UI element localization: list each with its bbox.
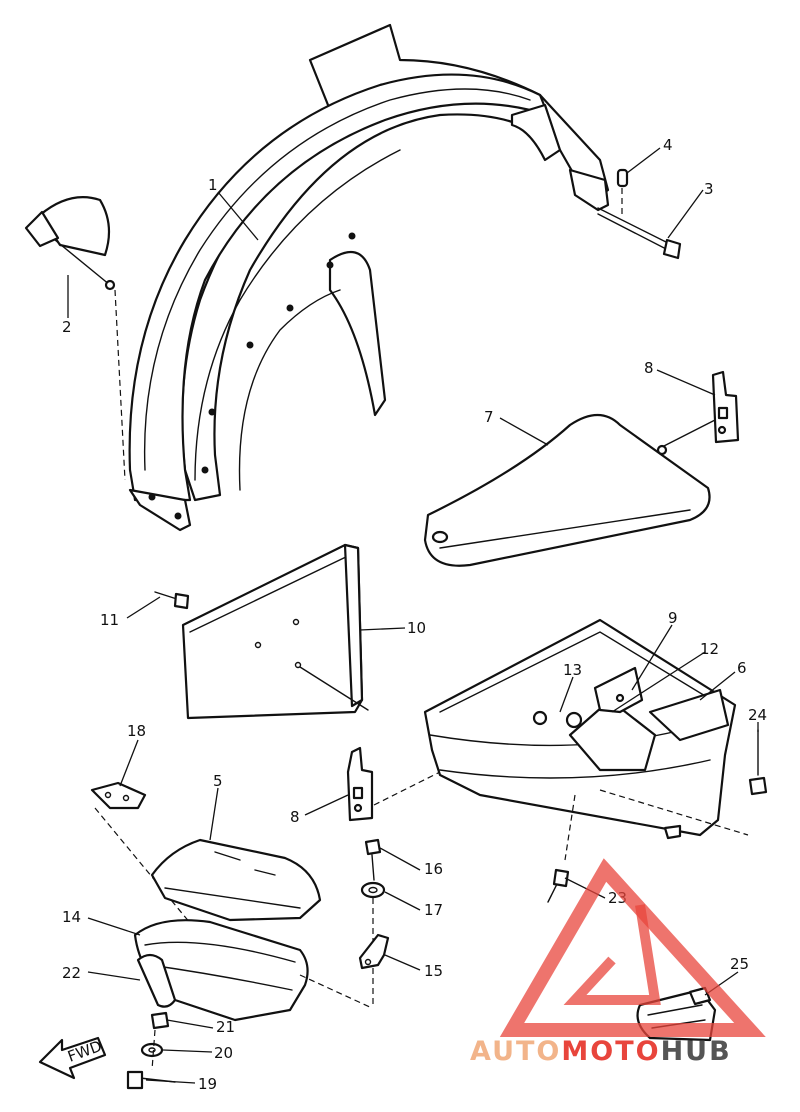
callout-14: 14 bbox=[62, 908, 81, 926]
callout-numbers: 1 2 3 4 5 6 7 8 8 9 10 11 12 13 14 15 16… bbox=[62, 136, 767, 1093]
callout-5: 5 bbox=[213, 772, 223, 790]
battery-box-part-6 bbox=[423, 618, 749, 861]
watermark-text: AUTOMOTOHUB bbox=[470, 1036, 732, 1067]
callout-17: 17 bbox=[424, 901, 443, 919]
clamp-part-18 bbox=[90, 781, 201, 936]
callout-4: 4 bbox=[663, 136, 673, 154]
bolt-part-3 bbox=[597, 207, 682, 260]
bolt-part-16 bbox=[364, 838, 382, 881]
filter-cover-part-5 bbox=[150, 838, 322, 922]
callout-22: 22 bbox=[62, 964, 81, 982]
callout-19: 19 bbox=[198, 1075, 217, 1093]
washer-part-20 bbox=[140, 1042, 164, 1058]
watermark-logo: AUTOMOTOHUB bbox=[470, 858, 766, 1067]
callout-1: 1 bbox=[208, 176, 218, 194]
callout-15: 15 bbox=[424, 962, 443, 980]
bracket-part-15 bbox=[358, 933, 390, 970]
leader-lines bbox=[67, 147, 759, 1084]
bracket-part-8-lower bbox=[346, 746, 441, 822]
plate-part-10 bbox=[181, 543, 369, 720]
callout-13: 13 bbox=[563, 661, 582, 679]
callout-3: 3 bbox=[704, 180, 714, 198]
callout-25: 25 bbox=[730, 955, 749, 973]
bolt-part-23 bbox=[547, 868, 570, 903]
forward-arrow: FWD bbox=[38, 1037, 107, 1080]
side-cover-part-7 bbox=[423, 413, 716, 567]
rear-fender bbox=[128, 23, 610, 532]
callout-20: 20 bbox=[214, 1044, 233, 1062]
callout-18: 18 bbox=[127, 722, 146, 740]
callout-24: 24 bbox=[748, 706, 767, 724]
callout-12: 12 bbox=[700, 640, 719, 658]
callout-7: 7 bbox=[484, 408, 494, 426]
callout-21: 21 bbox=[216, 1018, 235, 1036]
callout-16: 16 bbox=[424, 860, 443, 878]
callout-8-lower: 8 bbox=[290, 808, 300, 826]
watermark-part-1: AUTO bbox=[470, 1036, 561, 1067]
clip-part-2 bbox=[24, 196, 126, 481]
callout-9: 9 bbox=[668, 609, 678, 627]
bolt-part-19 bbox=[126, 1029, 176, 1090]
watermark-part-2: MOTO bbox=[561, 1036, 660, 1067]
callout-10: 10 bbox=[407, 619, 426, 637]
washer-part-4 bbox=[616, 168, 629, 216]
clamp-band-part-22 bbox=[136, 953, 177, 1008]
callout-2: 2 bbox=[62, 318, 72, 336]
callout-6: 6 bbox=[737, 659, 747, 677]
callout-8-upper: 8 bbox=[644, 359, 654, 377]
callout-11: 11 bbox=[100, 611, 119, 629]
watermark-part-3: HUB bbox=[661, 1036, 732, 1067]
screw-part-11 bbox=[154, 591, 190, 610]
bracket-part-8-upper bbox=[711, 370, 740, 444]
nut-part-24 bbox=[748, 729, 768, 796]
fastener-part-21 bbox=[150, 1011, 170, 1030]
